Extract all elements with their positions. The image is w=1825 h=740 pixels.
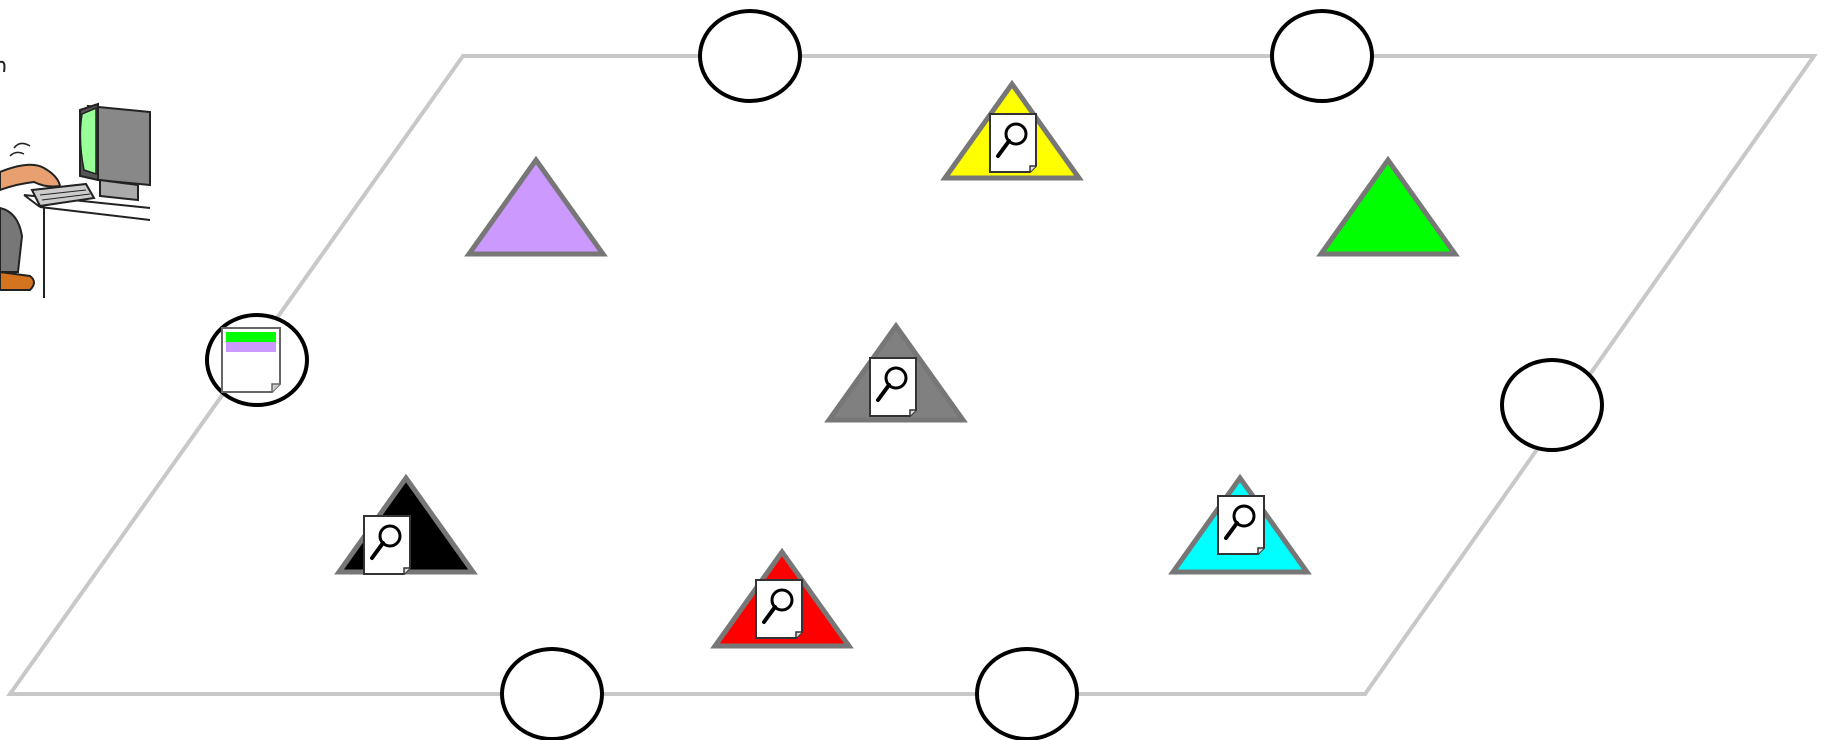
peer-gray-triangle bbox=[829, 326, 963, 420]
peer-green-triangle bbox=[1321, 160, 1455, 254]
peer-purple-shape bbox=[469, 160, 603, 254]
magnifier-document-icon bbox=[1218, 496, 1264, 554]
peer-red-triangle bbox=[715, 552, 849, 646]
result-document-icon bbox=[222, 328, 280, 392]
node-top-right bbox=[1272, 11, 1372, 101]
node-right bbox=[1502, 360, 1602, 450]
peer-purple-triangle bbox=[469, 160, 603, 254]
magnifier-document-icon bbox=[870, 358, 916, 416]
peer-yellow-triangle bbox=[945, 84, 1079, 178]
peer-green-shape bbox=[1321, 160, 1455, 254]
magnifier-document-icon bbox=[364, 516, 410, 574]
peer-cyan-triangle bbox=[1173, 478, 1307, 572]
magnifier-document-icon bbox=[756, 580, 802, 638]
person-at-computer-icon bbox=[0, 62, 150, 298]
node-bottom-left bbox=[502, 649, 602, 739]
node-bottom-right bbox=[977, 649, 1077, 739]
magnifier-document-icon bbox=[990, 114, 1036, 172]
peer-triangles bbox=[339, 84, 1455, 646]
peer-black-triangle bbox=[339, 478, 473, 574]
node-top-left bbox=[700, 11, 800, 101]
